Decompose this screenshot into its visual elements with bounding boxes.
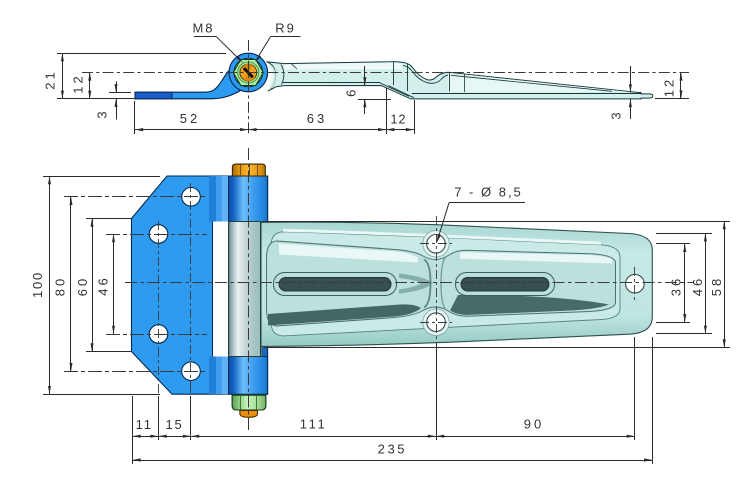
svg-text:11: 11	[136, 417, 153, 432]
svg-text:12: 12	[391, 112, 407, 126]
svg-text:3: 3	[609, 109, 624, 119]
svg-text:36: 36	[669, 276, 684, 296]
svg-text:111: 111	[300, 416, 328, 431]
svg-text:21: 21	[43, 69, 58, 89]
svg-text:52: 52	[180, 111, 200, 126]
svg-text:63: 63	[307, 111, 327, 126]
svg-text:100: 100	[30, 271, 45, 298]
svg-text:90: 90	[524, 416, 544, 431]
svg-text:15: 15	[165, 417, 183, 432]
svg-text:46: 46	[690, 276, 705, 296]
svg-text:80: 80	[53, 276, 68, 296]
svg-text:M8: M8	[192, 21, 214, 36]
svg-text:R9: R9	[275, 21, 296, 36]
svg-text:3: 3	[95, 108, 110, 118]
svg-text:58: 58	[709, 276, 724, 296]
svg-text:46: 46	[96, 275, 111, 295]
svg-text:235: 235	[378, 442, 408, 457]
svg-text:6: 6	[344, 87, 359, 97]
svg-text:12: 12	[662, 77, 677, 97]
svg-text:60: 60	[75, 276, 90, 296]
svg-text:12: 12	[71, 73, 86, 93]
svg-text:7 - Ø 8,5: 7 - Ø 8,5	[454, 185, 523, 200]
